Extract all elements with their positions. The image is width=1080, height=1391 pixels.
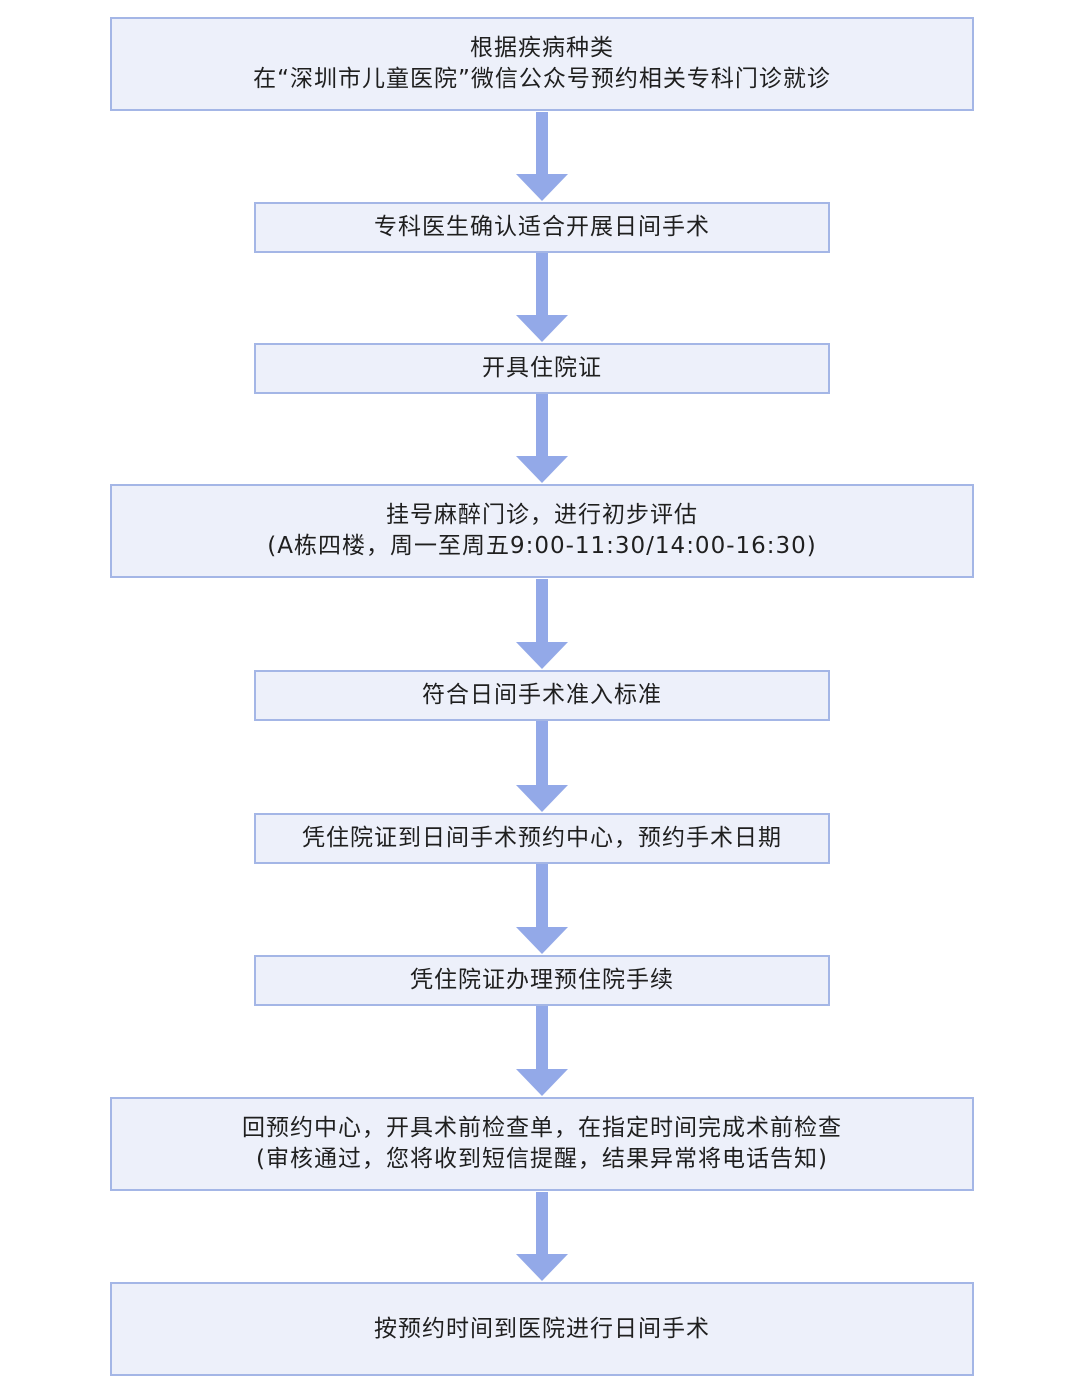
arrow-5-to-6 — [516, 721, 568, 812]
arrow-3-to-4 — [516, 394, 568, 483]
step-2-box: 专科医生确认适合开展日间手术 — [254, 202, 830, 253]
arrow-7-to-8 — [516, 1006, 568, 1096]
step-9-line-1: 按预约时间到医院进行日间手术 — [374, 1315, 710, 1342]
step-1-line-2: 在“深圳市儿童医院”微信公众号预约相关专科门诊就诊 — [253, 66, 831, 92]
step-4-line-1: 挂号麻醉门诊，进行初步评估 — [386, 502, 698, 528]
step-7-box: 凭住院证办理预住院手续 — [254, 955, 830, 1006]
step-3-line-1: 开具住院证 — [482, 355, 602, 381]
step-8-box: 回预约中心，开具术前检查单，在指定时间完成术前检查 (审核通过，您将收到短信提醒… — [110, 1097, 974, 1191]
step-5-line-1: 符合日间手术准入标准 — [422, 682, 662, 708]
arrow-2-to-3 — [516, 253, 568, 342]
step-1-line-1: 根据疾病种类 — [470, 35, 614, 61]
arrow-6-to-7 — [516, 864, 568, 954]
step-7-line-1: 凭住院证办理预住院手续 — [410, 967, 674, 993]
arrow-4-to-5 — [516, 579, 568, 669]
step-2-line-1: 专科医生确认适合开展日间手术 — [374, 214, 710, 240]
step-5-box: 符合日间手术准入标准 — [254, 670, 830, 721]
step-6-line-1: 凭住院证到日间手术预约中心，预约手术日期 — [302, 825, 782, 851]
arrow-8-to-9 — [516, 1192, 568, 1281]
step-4-line-2: (A栋四楼，周一至周五9:00-11:30/14:00-16:30) — [267, 533, 817, 559]
step-4-box: 挂号麻醉门诊，进行初步评估 (A栋四楼，周一至周五9:00-11:30/14:0… — [110, 484, 974, 578]
step-8-line-2: (审核通过，您将收到短信提醒，结果异常将电话告知) — [256, 1146, 828, 1172]
step-3-box: 开具住院证 — [254, 343, 830, 394]
step-1-box: 根据疾病种类 在“深圳市儿童医院”微信公众号预约相关专科门诊就诊 — [110, 17, 974, 111]
arrow-1-to-2 — [516, 112, 568, 201]
step-8-line-1: 回预约中心，开具术前检查单，在指定时间完成术前检查 — [242, 1115, 842, 1141]
step-6-box: 凭住院证到日间手术预约中心，预约手术日期 — [254, 813, 830, 864]
step-9-box: 按预约时间到医院进行日间手术 — [110, 1282, 974, 1376]
